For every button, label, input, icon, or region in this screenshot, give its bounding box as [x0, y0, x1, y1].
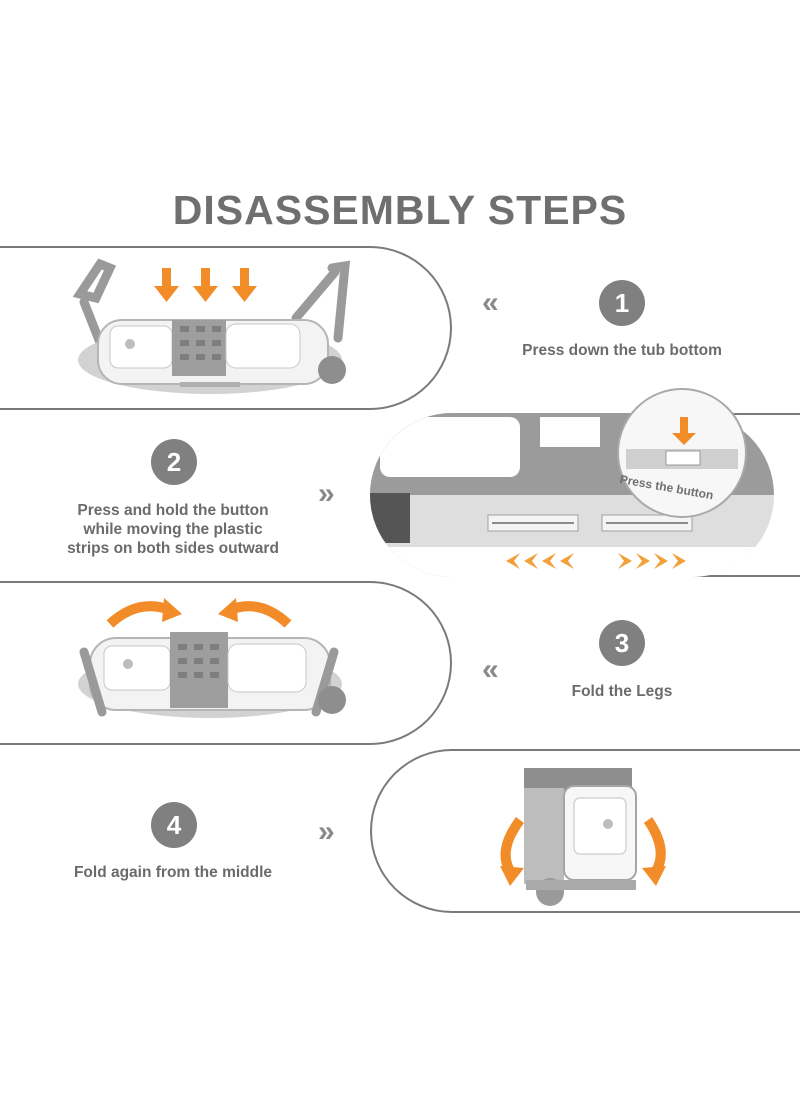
step-2-number-badge: 2 — [151, 439, 197, 485]
step-4-caption: Fold again from the middle — [73, 864, 273, 881]
step-1-caption: Press down the tub bottom — [522, 342, 722, 359]
step-2-caption-line-1: Press and hold the button — [77, 502, 269, 519]
step-3-tub-illustration — [78, 598, 346, 718]
step-2-caption: Press and hold the button while moving t… — [40, 501, 306, 558]
step-2-caption-line-3: strips on both sides outward — [67, 540, 279, 557]
step-2-caption-line-2: while moving the plastic — [83, 521, 263, 538]
step-4-chevron-icon: » — [318, 815, 335, 848]
page-title: DISASSEMBLY STEPS — [172, 187, 628, 233]
step-3-number-badge: 3 — [599, 620, 645, 666]
step-1-tub-illustration — [72, 258, 351, 394]
step-3-caption: Fold the Legs — [571, 683, 673, 700]
step-1-chevron-icon: « — [482, 286, 499, 319]
step-2-button-illustration — [370, 388, 774, 577]
step-1-number-badge: 1 — [599, 280, 645, 326]
step-4-number-badge: 4 — [151, 802, 197, 848]
step-3-chevron-icon: « — [482, 653, 499, 686]
step-4-folded-tub-illustration — [500, 768, 666, 906]
step-2-chevron-icon: » — [318, 477, 335, 510]
